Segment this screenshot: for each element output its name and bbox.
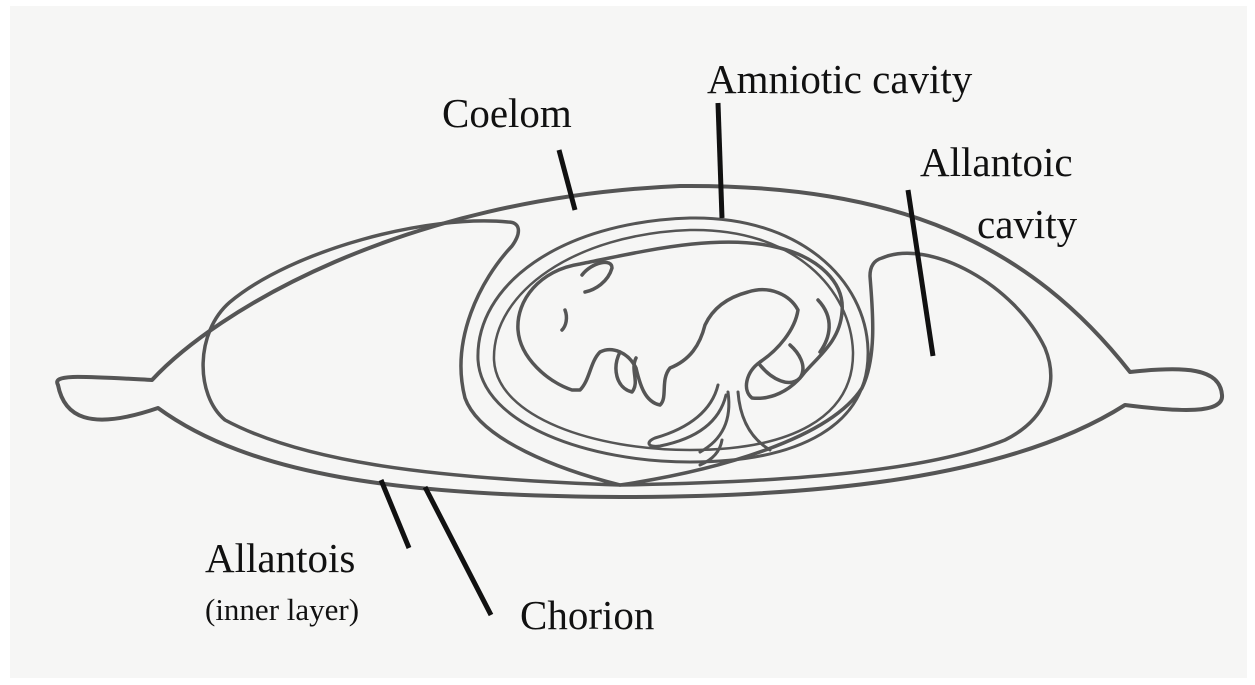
embryo xyxy=(518,242,842,405)
amniotic-cavity-leader xyxy=(718,103,722,218)
embryo-hindlimb xyxy=(760,345,803,382)
amnion-inner xyxy=(494,230,853,450)
allantoic-cavity-label-line2: cavity xyxy=(977,204,1077,245)
embryo-eye xyxy=(562,310,566,330)
allantoic-cavity-label-line1: Allantoic xyxy=(920,142,1073,183)
allantoic-cavity-leader xyxy=(908,190,933,356)
embryo-tail xyxy=(818,300,829,352)
chorion-leader xyxy=(425,487,491,615)
stalk-left xyxy=(649,385,726,446)
allantois-leader xyxy=(381,480,409,548)
chorion-label: Chorion xyxy=(520,595,654,636)
amniotic-cavity-label: Amniotic cavity xyxy=(707,59,972,100)
coelom-leader xyxy=(559,150,575,210)
allantois-label: Allantois xyxy=(205,538,355,579)
allantois-note-label: (inner layer) xyxy=(205,594,359,625)
embryo-forelimb xyxy=(616,352,636,392)
leader-lines xyxy=(381,103,933,615)
embryo-ear xyxy=(582,262,612,292)
allantois-left-sac xyxy=(203,221,620,485)
coelom-label: Coelom xyxy=(442,93,572,134)
